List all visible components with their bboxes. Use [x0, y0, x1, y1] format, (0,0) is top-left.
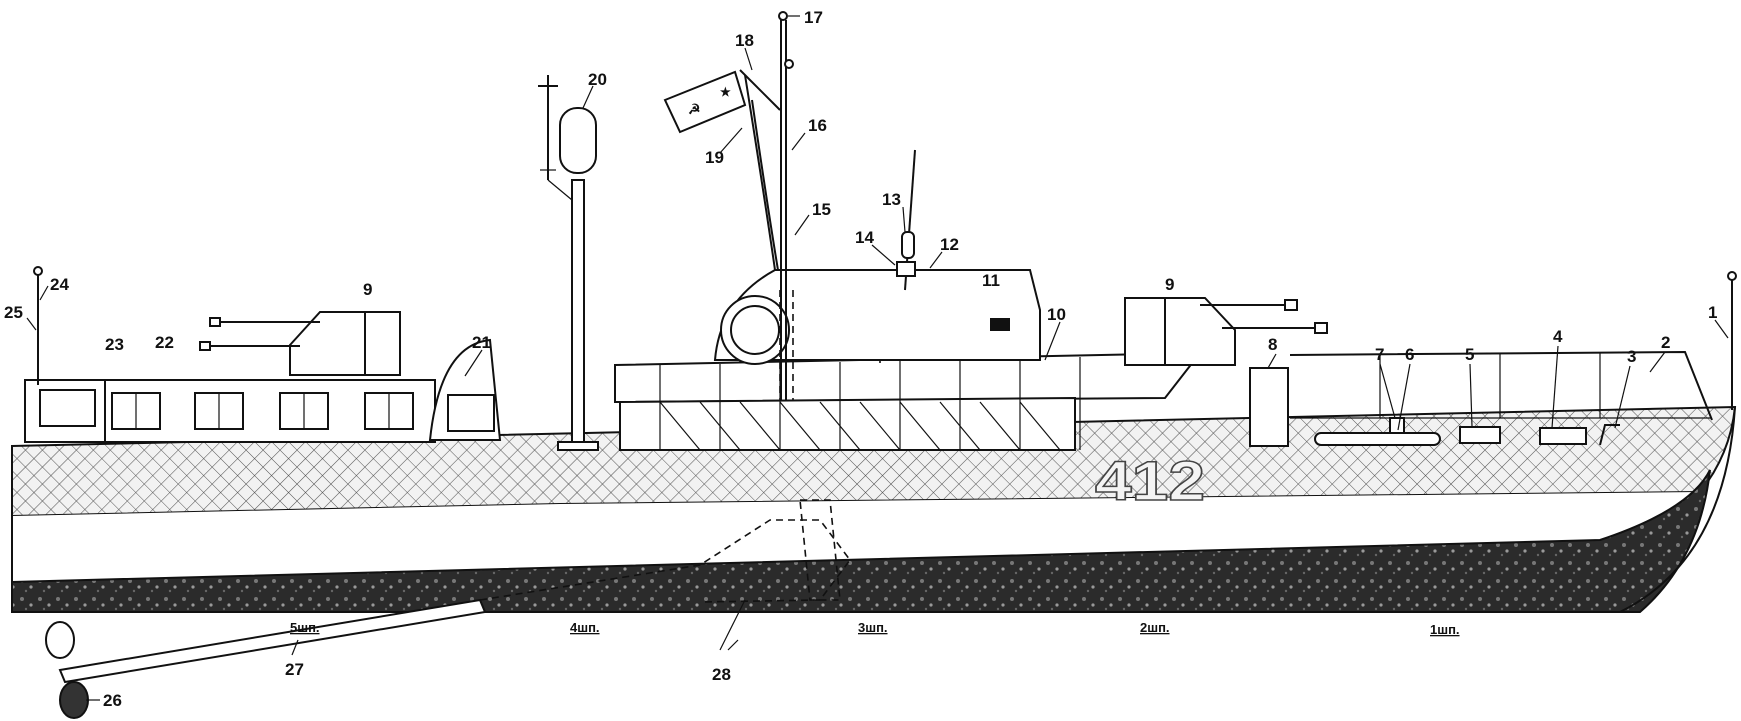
propeller-shaft — [45, 499, 851, 719]
svg-text:★: ★ — [720, 85, 731, 99]
bitts — [1459, 426, 1501, 444]
aft-hatch — [39, 389, 96, 427]
callout-7: 7 — [1375, 345, 1384, 364]
callout-10: 10 — [1047, 305, 1066, 324]
callout-1: 1 — [1708, 303, 1717, 322]
station-3: 3шп. — [858, 620, 888, 635]
station-4: 4шп. — [570, 620, 600, 635]
liferaft — [1314, 432, 1441, 446]
callout-22: 22 — [155, 333, 174, 352]
callout-25: 25 — [4, 303, 23, 322]
hull-number: 412 — [1095, 449, 1205, 512]
stern-flagstaff — [11, 266, 43, 585]
callout-labels: 1 2 3 4 5 6 7 8 9 9 10 11 12 13 14 15 16… — [4, 8, 1717, 710]
callout-13: 13 — [882, 190, 901, 209]
callout-4: 4 — [1553, 327, 1563, 346]
callout-9-aft: 9 — [363, 280, 372, 299]
callout-16: 16 — [808, 116, 827, 135]
ensign-flag: ☭ ★ — [663, 69, 781, 271]
callout-28: 28 — [712, 665, 731, 684]
callout-27: 27 — [285, 660, 304, 679]
callout-14: 14 — [855, 228, 874, 247]
radar-mast — [538, 75, 599, 451]
deck-locker — [1539, 427, 1587, 445]
aft-gun-turret — [199, 311, 401, 376]
callout-21: 21 — [472, 333, 491, 352]
jackstaff — [1727, 271, 1737, 410]
forward-gun-turret — [1124, 297, 1328, 366]
propeller-lower-blade — [59, 681, 89, 719]
fairlead — [1599, 424, 1620, 446]
station-5: 5шп. — [290, 620, 320, 635]
callout-9-forward: 9 — [1165, 275, 1174, 294]
forward-deck-rail — [1289, 350, 1713, 446]
callout-19: 19 — [705, 148, 724, 167]
station-marks: 5шп. 4шп. 3шп. 2шп. 1шп. — [290, 620, 1460, 637]
callout-6: 6 — [1405, 345, 1414, 364]
callout-8: 8 — [1268, 335, 1277, 354]
hull-white-band — [12, 492, 1700, 582]
wheelhouse — [713, 149, 1041, 365]
callout-5: 5 — [1465, 345, 1474, 364]
callout-17: 17 — [804, 8, 823, 27]
callout-18: 18 — [735, 31, 754, 50]
callout-24: 24 — [50, 275, 69, 294]
callout-26: 26 — [103, 691, 122, 710]
torpedo-launcher — [614, 349, 1203, 451]
forward-hatch — [1249, 367, 1289, 447]
svg-text:☭: ☭ — [688, 101, 701, 117]
station-2: 2шп. — [1140, 620, 1170, 635]
deck-equipment: ☭ ★ — [11, 11, 1737, 719]
callout-11: 11 — [982, 271, 1000, 290]
callout-15: 15 — [812, 200, 831, 219]
station-1: 1шп. — [1430, 622, 1460, 637]
hull: 412 — [11, 405, 1737, 613]
capstan — [1389, 417, 1405, 434]
callout-23: 23 — [105, 335, 124, 354]
callout-2: 2 — [1661, 333, 1670, 352]
callout-3: 3 — [1627, 347, 1636, 366]
callout-20: 20 — [588, 70, 607, 89]
deckhouse-portholes — [111, 392, 414, 430]
propeller-upper-blade — [45, 621, 75, 659]
main-mast — [778, 11, 794, 400]
hull-lower-dark — [11, 469, 1711, 613]
leader-lines — [26, 15, 1729, 701]
callout-12: 12 — [940, 235, 959, 254]
